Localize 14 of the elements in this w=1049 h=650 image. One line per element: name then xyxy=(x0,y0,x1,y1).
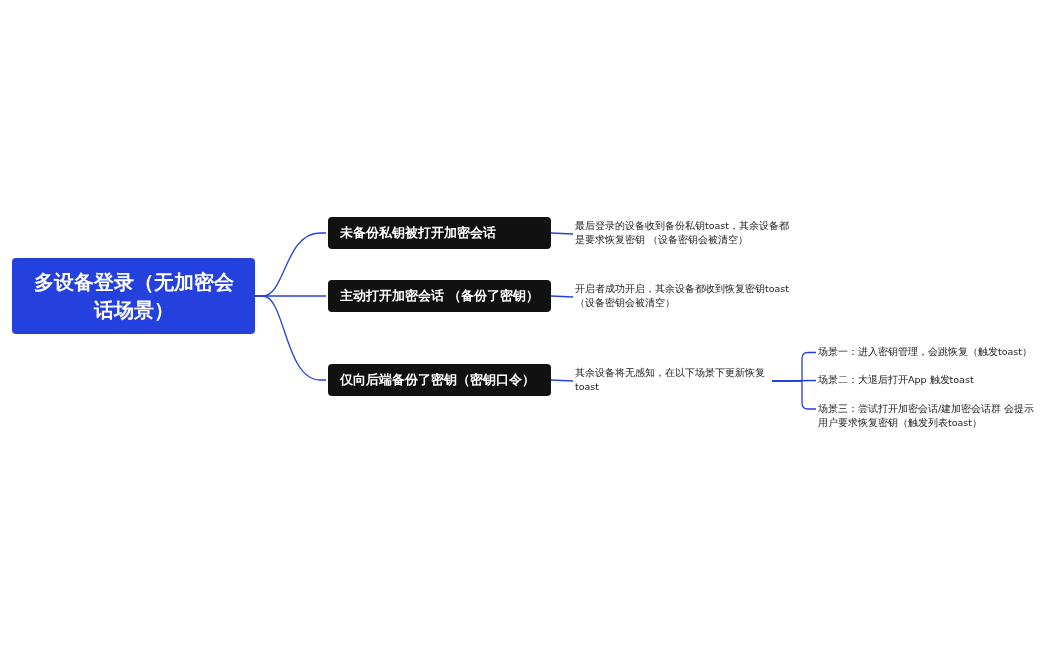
connector-line xyxy=(550,379,574,382)
connector-line xyxy=(254,295,327,381)
note-text: 开启者成功开启，其余设备都收到恢复密钥toast （设备密钥会被清空） xyxy=(575,282,797,312)
note-text: 场景二：大退后打开App 触发toast xyxy=(818,373,1043,388)
connector-line xyxy=(550,232,574,235)
note-text: 最后登录的设备收到备份私钥toast，其余设备都是要求恢复密钥 （设备密钥会被清空） xyxy=(575,219,797,249)
branch-topic: 未备份私钥被打开加密会话 xyxy=(328,217,551,249)
note-text: 场景三：尝试打开加密会话/建加密会话群 会提示用户要求恢复密钥（触发列表toast） xyxy=(818,402,1043,432)
branch-topic: 主动打开加密会话 （备份了密钥） xyxy=(328,280,551,312)
note-text: 场景一：进入密钥管理，会跳恢复（触发toast） xyxy=(818,345,1043,360)
root-topic: 多设备登录（无加密会话场景） xyxy=(12,258,255,334)
branch-topic: 仅向后端备份了密钥（密钥口令） xyxy=(328,364,551,396)
note-text: 其余设备将无感知，在以下场景下更新恢复toast xyxy=(575,366,775,396)
connector-line xyxy=(550,295,574,298)
